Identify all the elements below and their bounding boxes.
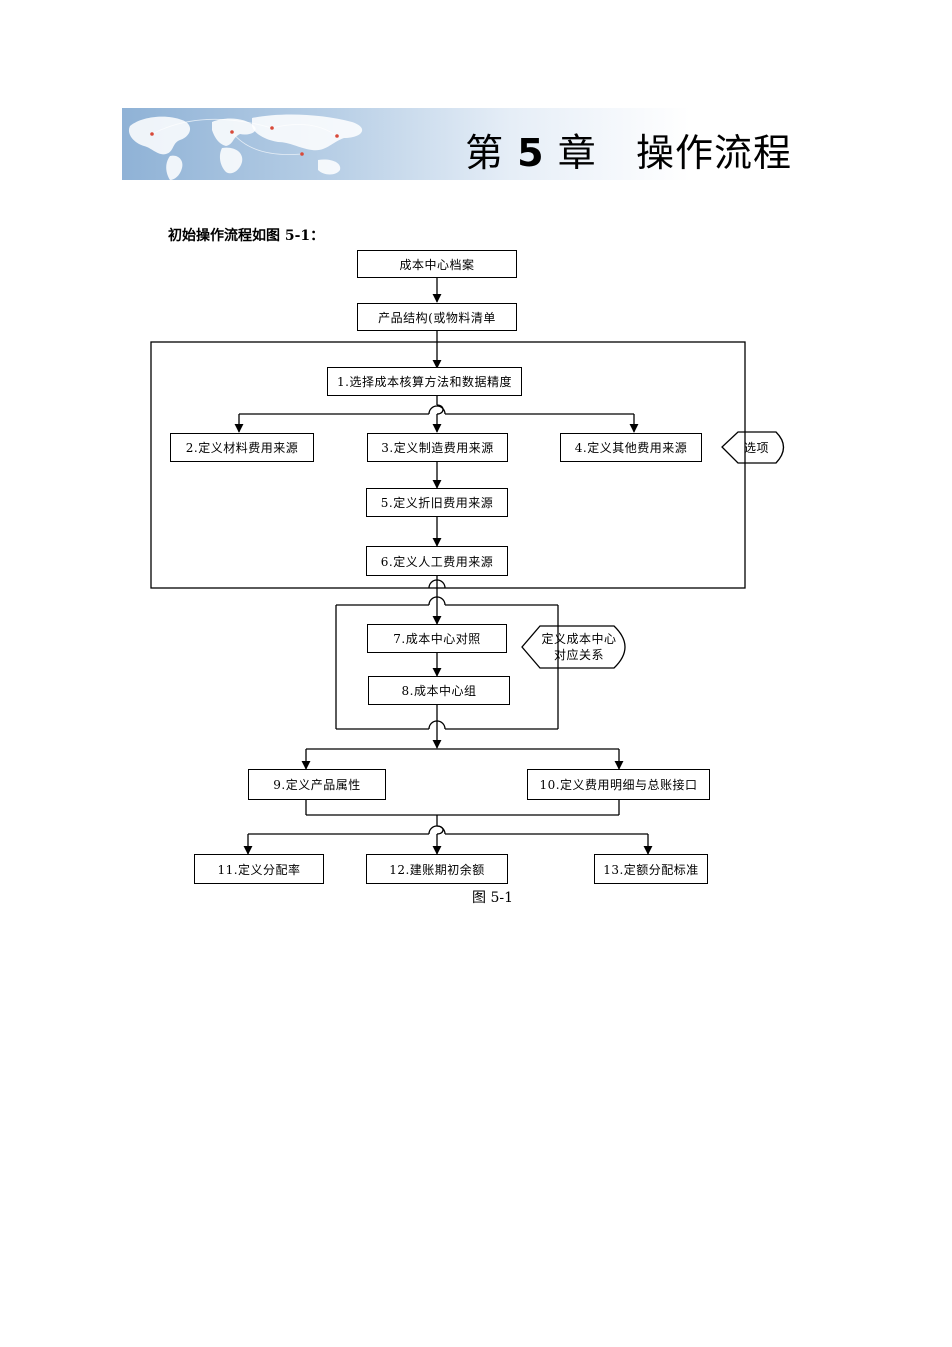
callout-options: 选项: [722, 432, 791, 463]
node-step4: 4.定义其他费用来源: [560, 433, 702, 462]
node-step9: 9.定义产品属性: [248, 769, 386, 800]
callout-relation-line2: 对应关系: [553, 648, 604, 662]
intro-text: 初始操作流程如图 5-1：: [168, 228, 325, 244]
node-step7: 7.成本中心对照: [367, 624, 507, 653]
chapter-suffix: 章: [557, 131, 597, 175]
node-step8: 8.成本中心组: [368, 676, 510, 705]
chapter-banner: 第 5 章 操作流程: [122, 108, 832, 180]
callout-relation-line1: 定义成本中心: [541, 632, 617, 646]
node-step13: 13.定额分配标准: [594, 854, 708, 884]
callout-cost-center-relation: 定义成本中心 对应关系: [522, 626, 636, 668]
node-step1: 1.选择成本核算方法和数据精度: [327, 367, 522, 396]
chapter-prefix: 第: [465, 131, 505, 175]
node-step11: 11.定义分配率: [194, 854, 324, 884]
node-step5: 5.定义折旧费用来源: [366, 488, 508, 517]
node-step2: 2.定义材料费用来源: [170, 433, 314, 462]
chapter-name: 操作流程: [635, 131, 792, 175]
node-step12: 12.建账期初余额: [366, 854, 508, 884]
chapter-number: 5: [517, 131, 545, 175]
figure-caption: 图 5-1: [472, 890, 513, 906]
world-map-icon: [128, 114, 363, 180]
node-step6: 6.定义人工费用来源: [366, 546, 508, 576]
node-product-structure: 产品结构(或物料清单: [357, 303, 517, 331]
callout-options-label: 选项: [743, 440, 769, 455]
node-step3: 3.定义制造费用来源: [367, 433, 508, 462]
node-step10: 10.定义费用明细与总账接口: [527, 769, 710, 800]
chapter-title: 第 5 章 操作流程: [465, 122, 792, 177]
node-cost-center-file: 成本中心档案: [357, 250, 517, 278]
